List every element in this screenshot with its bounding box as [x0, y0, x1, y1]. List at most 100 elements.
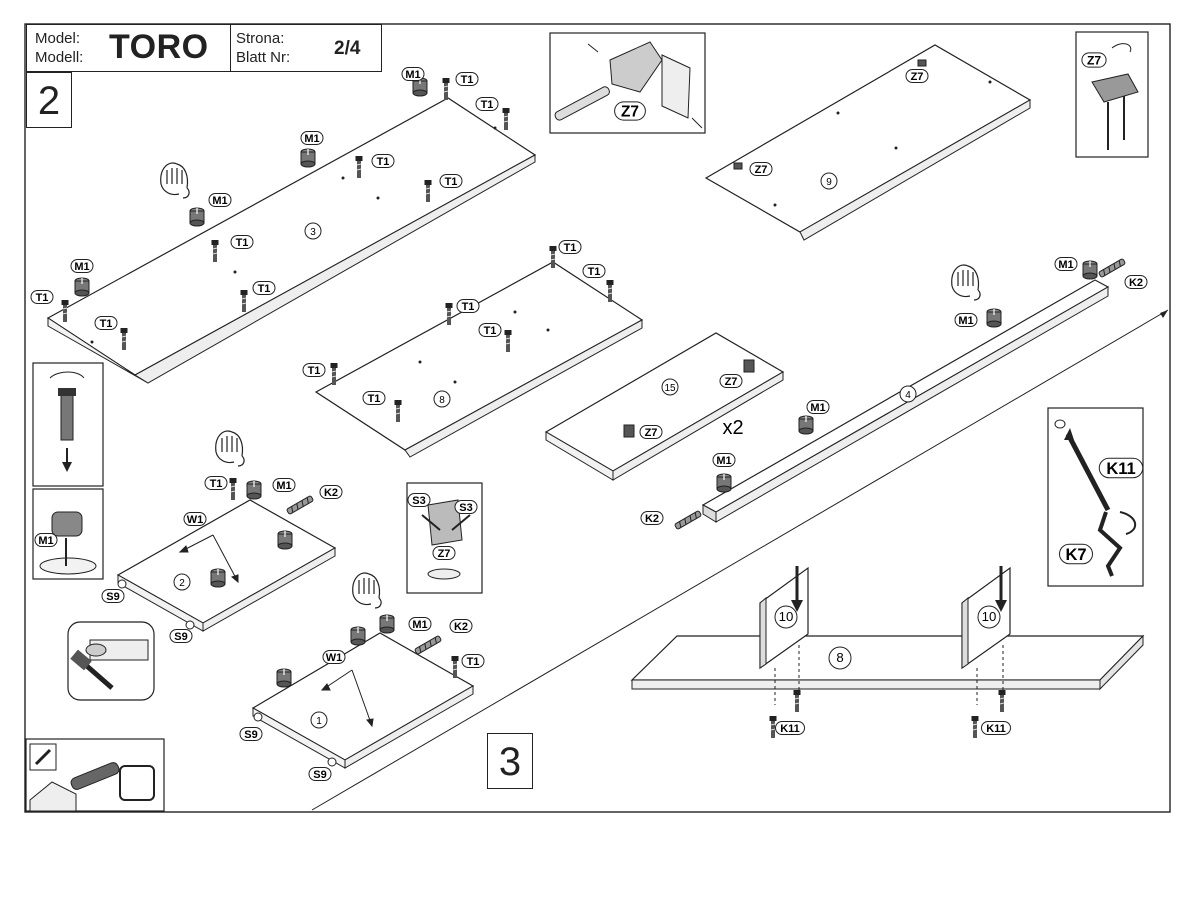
- t1-label-5: T1: [252, 281, 276, 295]
- w1-label-0: W1: [183, 512, 207, 526]
- k2-label-0-text: K2: [324, 487, 338, 499]
- m1-label-2-text: M1: [212, 195, 227, 207]
- step-number-2: 2: [26, 72, 72, 128]
- t1-label-13: T1: [362, 391, 386, 405]
- panel-1-number: 1: [310, 711, 328, 729]
- panel-1-number-text: 1: [316, 716, 322, 727]
- panel-8-number: 8: [433, 390, 451, 408]
- page-frame: [24, 23, 1171, 813]
- panel-15-number-text: 15: [664, 383, 676, 394]
- k2-label-2: K2: [640, 511, 664, 525]
- z7-label-0-text: Z7: [911, 71, 924, 83]
- panel-15-number: 15: [661, 378, 679, 396]
- k2-label-0: K2: [319, 485, 343, 499]
- panel-2-number: 2: [173, 573, 191, 591]
- t1-label-1: T1: [475, 97, 499, 111]
- z7-label-1-text: Z7: [755, 164, 768, 176]
- panel-8-step3-number-text: 8: [836, 650, 843, 665]
- s9-label-2-text: S9: [244, 729, 257, 741]
- panel-2: [116, 499, 337, 632]
- panel-8-number-text: 8: [439, 395, 445, 406]
- panel-15-quantity: x2: [722, 417, 743, 439]
- panel-3: [46, 97, 537, 384]
- m1-label-0-text: M1: [405, 69, 420, 81]
- s3-label-0: S3: [407, 493, 431, 507]
- panel-9: [704, 44, 1032, 241]
- k2-label-1: K2: [449, 619, 473, 633]
- t1-label-13-text: T1: [368, 393, 381, 405]
- t1-label-3-text: T1: [445, 176, 458, 188]
- s9-label-1: S9: [169, 629, 193, 643]
- labels-layer: T1T1T1T1T1T1T1T1T1T1T1T1T1T1T1T1M1M1M1M1…: [30, 52, 1148, 781]
- t1-label-6: T1: [30, 290, 54, 304]
- m1-label-7: M1: [806, 400, 830, 414]
- panel-1: [251, 632, 475, 769]
- w1-label-1-text: W1: [326, 652, 343, 664]
- m1-label-9-text: M1: [1058, 259, 1073, 271]
- t1-label-2: T1: [371, 154, 395, 168]
- z7-label-4: Z7: [432, 546, 456, 560]
- t1-label-4-text: T1: [236, 237, 249, 249]
- sheet-number: 2/4: [334, 38, 361, 59]
- t1-label-8-text: T1: [564, 242, 577, 254]
- z7-label-0: Z7: [905, 69, 929, 83]
- t1-label-15: T1: [461, 654, 485, 668]
- panel-3-number-text: 3: [310, 227, 316, 238]
- panel-3-number: 3: [304, 222, 322, 240]
- t1-label-3: T1: [439, 174, 463, 188]
- s3-label-1-text: S3: [459, 502, 472, 514]
- k11-label-1: K11: [981, 721, 1011, 735]
- s9-label-0-text: S9: [106, 591, 119, 603]
- t1-label-5-text: T1: [258, 283, 271, 295]
- z7-label-hinge: Z7: [614, 101, 646, 121]
- k2-label-3-text: K2: [1129, 277, 1143, 289]
- t1-label-12-text: T1: [308, 365, 321, 377]
- t1-label-8: T1: [558, 240, 582, 254]
- t1-label-0: T1: [455, 72, 479, 86]
- t1-label-9: T1: [582, 264, 606, 278]
- k7-label-inset: K7: [1059, 543, 1093, 565]
- panel-4-number-text: 4: [905, 390, 911, 401]
- z7-label-1: Z7: [749, 162, 773, 176]
- panel-8-step3: [630, 634, 1145, 691]
- k11-label-inset-text: K11: [1106, 460, 1135, 478]
- m1-label-1-text: M1: [304, 133, 319, 145]
- s3-label-1: S3: [454, 500, 478, 514]
- t1-label-7-text: T1: [100, 318, 113, 330]
- t1-label-1-text: T1: [481, 99, 494, 111]
- s3-label-0-text: S3: [412, 495, 425, 507]
- z7-label-inset-text: Z7: [1087, 53, 1101, 67]
- t1-label-7: T1: [94, 316, 118, 330]
- m1-label-6: M1: [712, 453, 736, 467]
- inset-s9-hammer: [67, 621, 155, 701]
- panel-4-number: 4: [899, 385, 917, 403]
- m1-label-9: M1: [1054, 257, 1078, 271]
- panel-9-number-text: 9: [826, 177, 832, 188]
- z7-label-2: Z7: [719, 374, 743, 388]
- m1-label-5: M1: [408, 617, 432, 631]
- t1-label-2-text: T1: [377, 156, 390, 168]
- panel-10-left-number: 10: [774, 605, 798, 629]
- panel-8-step3-number: 8: [828, 646, 852, 670]
- m1-label-10-text: M1: [38, 535, 53, 547]
- t1-label-10-text: T1: [462, 301, 475, 313]
- step-number-3: 3: [487, 733, 533, 789]
- model-label-de: Modell:: [35, 49, 84, 66]
- t1-label-14-text: T1: [210, 478, 223, 490]
- k2-label-3: K2: [1124, 275, 1148, 289]
- k2-label-1-text: K2: [454, 621, 468, 633]
- t1-label-10: T1: [456, 299, 480, 313]
- z7-fittings: [623, 59, 927, 438]
- panel-10-right-number-text: 10: [982, 609, 997, 624]
- model-label-pl: Model:: [35, 30, 81, 47]
- t1-label-6-text: T1: [36, 292, 49, 304]
- k7-label-inset-text: K7: [1065, 546, 1086, 564]
- t1-label-15-text: T1: [467, 656, 480, 668]
- z7-label-3-text: Z7: [645, 427, 658, 439]
- m1-label-3: M1: [70, 259, 94, 273]
- z7-label-2-text: Z7: [725, 376, 738, 388]
- s9-label-0: S9: [101, 589, 125, 603]
- m1-label-5-text: M1: [412, 619, 427, 631]
- sheet-label-pl: Strona:: [236, 30, 285, 47]
- s9-label-1-text: S9: [174, 631, 187, 643]
